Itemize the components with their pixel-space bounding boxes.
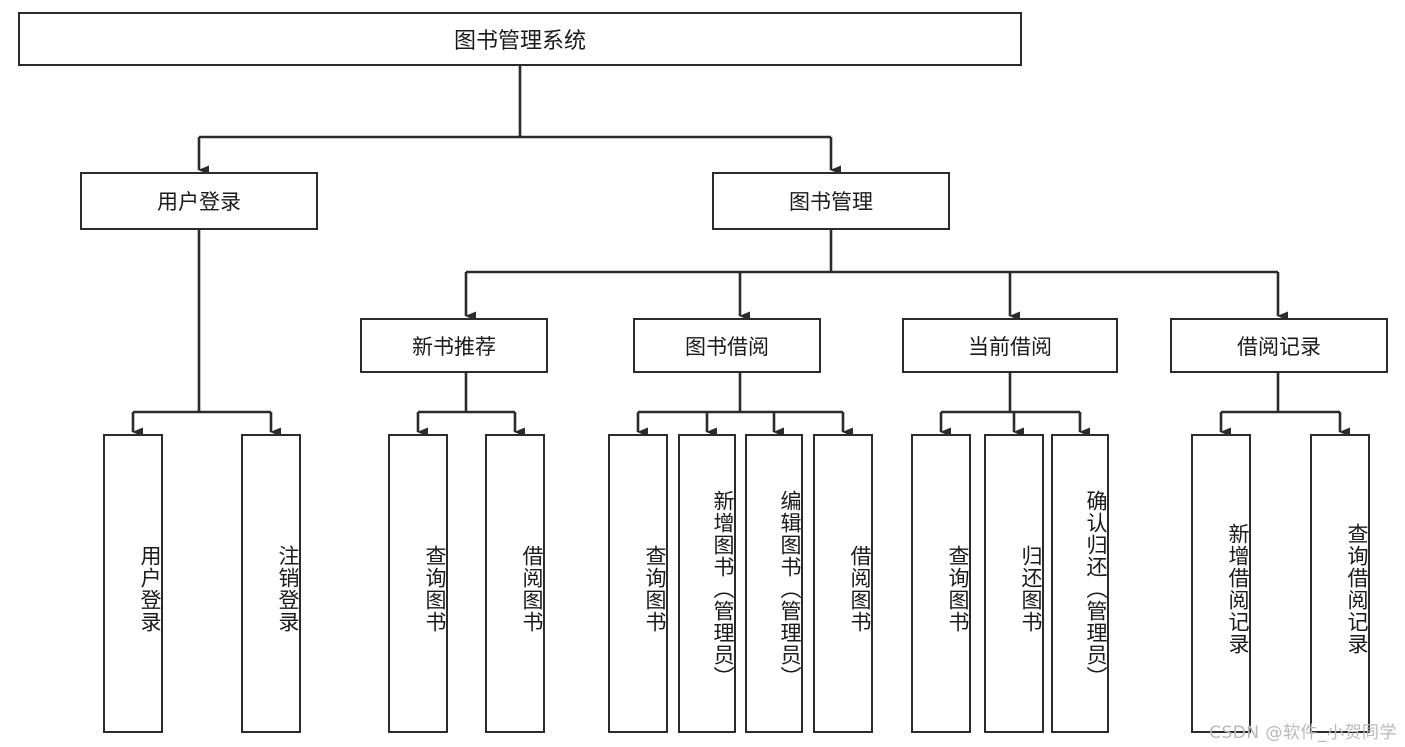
leaf-node-label: 新增图书（管理员）	[711, 489, 735, 688]
node-new-book-recommend[interactable]: 新书推荐	[360, 318, 548, 373]
node-root-label: 图书管理系统	[453, 29, 586, 54]
leaf-node[interactable]: 归还图书	[984, 434, 1044, 733]
node-user-login-label: 用户登录	[157, 190, 241, 214]
leaf-node-label: 借阅图书	[520, 544, 544, 633]
leaf-node[interactable]: 借阅图书	[485, 434, 545, 733]
node-borrow-record[interactable]: 借阅记录	[1170, 318, 1388, 373]
leaf-node-label: 查询图书	[946, 544, 970, 633]
node-book-management[interactable]: 图书管理	[712, 172, 950, 230]
leaf-node-label: 确认归还（管理员）	[1084, 489, 1108, 688]
watermark: CSDN @软件_小贺同学	[1209, 723, 1397, 743]
leaf-node-label: 用户登录	[138, 544, 162, 633]
leaf-node[interactable]: 查询借阅记录	[1310, 434, 1370, 733]
leaf-node-label: 注销登录	[276, 544, 300, 633]
leaf-node-label: 归还图书	[1019, 544, 1043, 633]
leaf-node[interactable]: 确认归还（管理员）	[1051, 434, 1109, 733]
leaf-node[interactable]: 新增借阅记录	[1191, 434, 1251, 733]
leaf-node[interactable]: 新增图书（管理员）	[678, 434, 736, 733]
leaf-node[interactable]: 查询图书	[608, 434, 668, 733]
leaf-node-label: 新增借阅记录	[1226, 522, 1250, 655]
leaf-node[interactable]: 借阅图书	[813, 434, 873, 733]
leaf-node-label: 查询借阅记录	[1345, 522, 1369, 655]
node-current-borrow-label: 当前借阅	[968, 334, 1052, 359]
leaf-node[interactable]: 查询图书	[388, 434, 448, 733]
node-book-borrow-label: 图书借阅	[685, 334, 769, 359]
node-user-login[interactable]: 用户登录	[80, 172, 318, 230]
leaf-node-label: 查询图书	[423, 544, 447, 633]
node-book-borrow[interactable]: 图书借阅	[633, 318, 821, 373]
node-new-book-recommend-label: 新书推荐	[412, 334, 496, 359]
leaf-node-label: 查询图书	[643, 544, 667, 633]
node-root[interactable]: 图书管理系统	[18, 12, 1022, 66]
leaf-node[interactable]: 编辑图书（管理员）	[745, 434, 803, 733]
leaf-node-label: 编辑图书（管理员）	[778, 489, 802, 688]
node-borrow-record-label: 借阅记录	[1237, 334, 1321, 359]
leaf-node-label: 借阅图书	[848, 544, 872, 633]
node-book-management-label: 图书管理	[789, 190, 873, 214]
leaf-node[interactable]: 注销登录	[241, 434, 301, 733]
leaf-node[interactable]: 用户登录	[103, 434, 163, 733]
leaf-node[interactable]: 查询图书	[911, 434, 971, 733]
node-current-borrow[interactable]: 当前借阅	[902, 318, 1118, 373]
